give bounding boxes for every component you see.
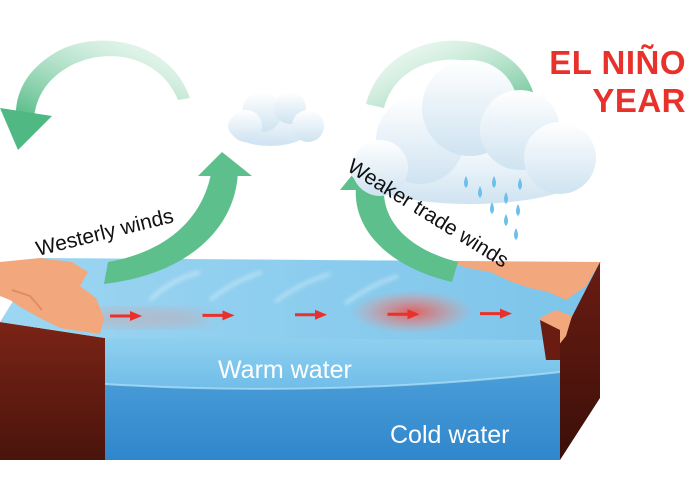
cold-water-label: Cold water [390, 421, 510, 449]
title-line-1: EL NIÑO [549, 44, 686, 81]
current-arrow [480, 308, 512, 319]
small-cloud [228, 92, 324, 146]
upper-left-loop-arrow [15, 40, 190, 120]
current-arrow [387, 309, 420, 320]
cold-water-layer [105, 372, 560, 460]
title-line-2: YEAR [592, 82, 686, 119]
upper-right-loop-arrow [366, 40, 538, 120]
rain-drops [464, 176, 522, 240]
trade-circulation-arrow [355, 186, 458, 282]
current-arrow [202, 310, 235, 321]
left-crust-side [0, 322, 105, 460]
el-nino-title: EL NIÑO YEAR [549, 44, 686, 120]
upper-left-arrowhead [0, 108, 52, 150]
americas-land [448, 262, 600, 300]
current-arrows [110, 308, 512, 321]
asia-australia-land [0, 258, 104, 334]
right-crust-side [560, 262, 600, 460]
warm-water-label: Warm water [218, 356, 352, 384]
current-arrow [295, 309, 327, 320]
rain-cloud [350, 60, 596, 204]
westerly-arrowhead-up [198, 152, 252, 176]
westerly-circulation-arrow [104, 168, 238, 284]
current-arrow [110, 311, 142, 321]
